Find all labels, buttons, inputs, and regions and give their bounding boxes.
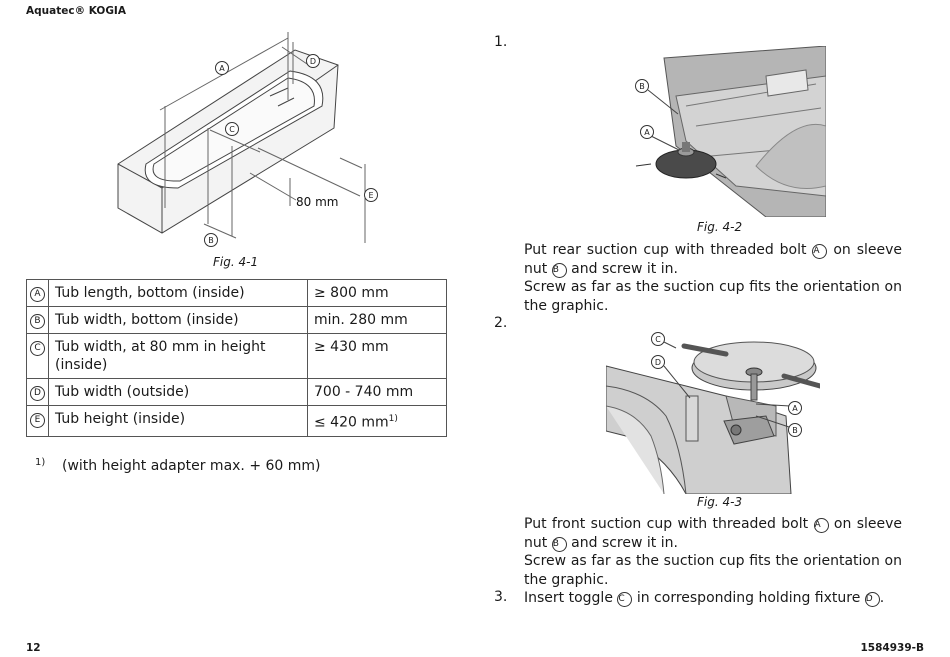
row-label: Tub height (inside) — [48, 405, 308, 437]
row-key-badge: E — [30, 413, 45, 428]
footnote-mark: 1) — [35, 457, 46, 468]
marker-b-icon — [788, 423, 802, 437]
inline-marker-d: D — [864, 592, 880, 607]
inline-marker-b: B — [551, 536, 567, 552]
row-value: ≤ 420 mm — [314, 414, 389, 431]
row-key-badge: B — [30, 314, 45, 329]
footnote-text: (with height adapter max. + 60 mm) — [62, 458, 321, 474]
row-value: 700 - 740 mm — [307, 378, 447, 406]
inline-marker-a: A — [812, 244, 828, 259]
fig-4-2-caption: Fig. 4-2 — [697, 220, 743, 234]
row-key-badge: A — [30, 287, 45, 302]
fig43-marker-c: C — [655, 335, 661, 344]
marker-d-icon — [651, 355, 665, 369]
table-row: D Tub width (outside) 700 - 740 mm — [26, 378, 447, 406]
row-value: ≥ 430 mm — [307, 333, 447, 379]
step-2-instructions: Put front suction cup with threaded bolt… — [524, 516, 903, 588]
fig43-marker-a: A — [792, 404, 798, 413]
inline-marker-b: B — [551, 262, 567, 278]
row-key-badge: D — [30, 386, 45, 401]
step-3-instructions: Insert toggle C in corresponding holding… — [524, 590, 885, 607]
marker-e-icon — [364, 188, 378, 202]
fig43-marker-b: B — [792, 426, 798, 435]
marker-a-icon — [215, 61, 229, 75]
table-row: E Tub height (inside) ≤ 420 mm1) — [26, 405, 447, 437]
step-number-1: 1. — [494, 34, 508, 50]
fig43-marker-d: D — [655, 358, 661, 367]
spec-table: A Tub length, bottom (inside) ≥ 800 mm B… — [26, 279, 447, 437]
row-footnote-ref: 1) — [388, 414, 398, 424]
fig41-marker-a: A — [219, 64, 225, 73]
table-row: A Tub length, bottom (inside) ≥ 800 mm — [26, 279, 447, 307]
page-number: 12 — [26, 642, 41, 654]
row-key-badge: C — [30, 341, 45, 356]
marker-b-icon — [204, 233, 218, 247]
step-number-2: 2. — [494, 315, 508, 331]
fig-4-2-rear-suction-cup-drawing: B A — [616, 46, 826, 217]
row-value: ≥ 800 mm — [307, 279, 447, 307]
fig41-marker-c: C — [229, 125, 235, 134]
fig-4-1-bathtub-drawing: A D C E B 80 mm — [117, 32, 378, 247]
fig-4-3-caption: Fig. 4-3 — [697, 495, 743, 509]
fig-4-3-front-suction-cup-drawing: C D A B — [606, 332, 820, 494]
step-number-3: 3. — [494, 589, 508, 605]
row-label: Tub width, at 80 mm in height (inside) — [48, 333, 308, 379]
fig42-marker-b: B — [639, 82, 645, 91]
row-label: Tub length, bottom (inside) — [48, 279, 308, 307]
marker-b-icon — [635, 79, 649, 93]
marker-a-icon — [788, 401, 802, 415]
row-value: min. 280 mm — [307, 306, 447, 334]
row-label: Tub width, bottom (inside) — [48, 306, 308, 334]
marker-d-icon — [306, 54, 320, 68]
row-label: Tub width (outside) — [48, 378, 308, 406]
marker-c-icon — [651, 332, 665, 346]
document-id: 1584939-B — [860, 642, 924, 654]
fig41-marker-b: B — [208, 236, 214, 245]
fig41-dimension-label: 80 mm — [296, 195, 338, 209]
fig41-marker-d: D — [310, 57, 316, 66]
table-row: B Tub width, bottom (inside) min. 280 mm — [26, 306, 447, 334]
marker-c-icon — [225, 122, 239, 136]
fig41-marker-e: E — [368, 191, 373, 200]
step-1-instructions: Put rear suction cup with threaded bolt … — [524, 242, 903, 314]
inline-marker-a: A — [813, 518, 829, 533]
marker-a-icon — [640, 125, 654, 139]
page-header-brand: Aquatec® KOGIA — [26, 5, 126, 17]
inline-marker-c: C — [617, 592, 633, 607]
fig42-marker-a: A — [644, 128, 650, 137]
table-row: C Tub width, at 80 mm in height (inside)… — [26, 333, 447, 379]
fig-4-1-caption: Fig. 4-1 — [213, 255, 259, 269]
